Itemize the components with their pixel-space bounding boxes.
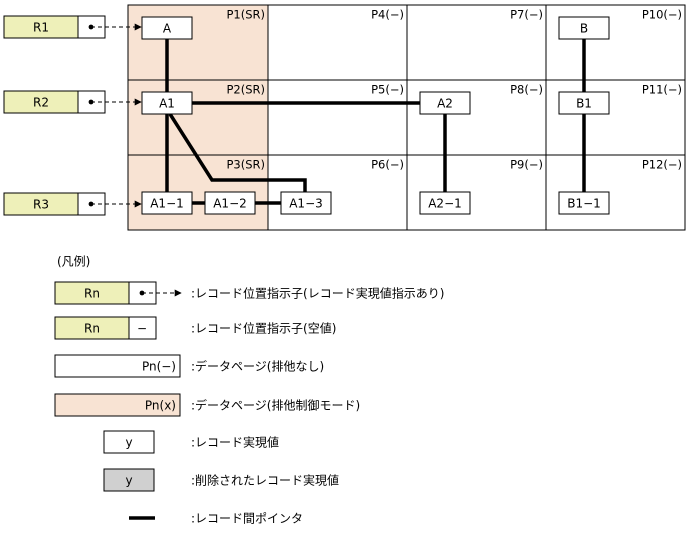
legend-item-link: :レコード間ポインタ [129, 512, 303, 526]
data-page-p5: P5(−) [267, 79, 408, 156]
page-cell [406, 4, 547, 81]
record-box [419, 91, 471, 115]
legend-item-record: y :レコード実現値 [103, 430, 279, 454]
page-label: P8(−) [510, 83, 543, 97]
record-label: A [163, 22, 172, 36]
record-label: A1−2 [213, 197, 247, 211]
legend-sample-label: Pn(x) [145, 399, 176, 413]
page-label: P6(−) [371, 158, 404, 172]
page-label: P5(−) [371, 83, 404, 97]
record-a2: A2 [419, 91, 471, 115]
legend-sample-label: Rn [84, 322, 100, 336]
legend-item-page-exclusive: Pn(x) :データページ(排他制御モード) [54, 393, 360, 417]
indicator-label: R2 [33, 96, 49, 110]
record-a1: A1 [141, 91, 193, 115]
legend-description: :削除されたレコード実現値 [191, 473, 339, 488]
legend-page-box [54, 393, 181, 417]
legend: (凡例) Rn :レコード位置指示子(レコード実現値指示あり) Rn − :レコード位置指… [54, 255, 444, 526]
record-a1-1: A1−1 [141, 191, 193, 215]
record-box [558, 191, 610, 215]
legend-sample-label: y [125, 436, 132, 450]
legend-item-record-deleted: y :削除されたレコード実現値 [103, 468, 339, 492]
record-a: A [141, 16, 193, 40]
record-box [141, 16, 193, 40]
indicator-label: R3 [33, 198, 49, 212]
page-label: P11(−) [642, 83, 682, 97]
pointer-link-a1-a1-3 [168, 113, 307, 192]
legend-description: :レコード位置指示子(レコード実現値指示あり) [191, 286, 444, 301]
record-box [419, 191, 471, 215]
record-label: B1 [576, 97, 592, 111]
record-box [280, 191, 332, 215]
record-label: A1 [159, 97, 175, 111]
legend-description: :データページ(排他なし) [191, 359, 324, 374]
legend-sample-label: Rn [84, 287, 100, 301]
legend-sample-label: Pn(−) [142, 360, 176, 374]
record-label: A1−3 [289, 197, 323, 211]
record-label: A1−1 [150, 197, 184, 211]
page-label: P1(SR) [226, 8, 265, 22]
page-label: P7(−) [510, 8, 543, 22]
legend-record-box [103, 468, 155, 492]
legend-item-page-none: Pn(−) :データページ(排他なし) [54, 354, 324, 378]
page-label: P4(−) [371, 8, 404, 22]
data-page-p10: P10(−) [545, 4, 686, 81]
data-page-p1: P1(SR) [127, 4, 269, 81]
data-page-p7: P7(−) [406, 4, 547, 81]
record-b1: B1 [558, 91, 610, 115]
legend-sample-label: y [125, 474, 132, 488]
record-box [204, 191, 256, 215]
record-a2-1: A2−1 [419, 191, 471, 215]
record-box [141, 91, 193, 115]
legend-record-box [103, 430, 155, 454]
page-label: P10(−) [642, 8, 682, 22]
indicator-r3: R3 [3, 192, 142, 216]
record-box [558, 16, 610, 40]
indicator-r2: R2 [3, 90, 142, 114]
record-box [141, 191, 193, 215]
page-label: P12(−) [642, 158, 682, 172]
legend-description: :レコード間ポインタ [191, 512, 303, 526]
record-b1-1: B1−1 [558, 191, 610, 215]
page-label: P3(SR) [226, 158, 265, 172]
data-page-p2: P2(SR) [127, 79, 269, 156]
record-label: A2−1 [428, 197, 462, 211]
record-label: A2 [437, 97, 453, 111]
record-a1-3: A1−3 [280, 191, 332, 215]
legend-title: (凡例) [57, 255, 90, 269]
legend-description: :レコード位置指示子(空値) [191, 321, 336, 336]
data-page-p8: P8(−) [406, 79, 547, 156]
record-a1-2: A1−2 [204, 191, 256, 215]
legend-description: :レコード実現値 [191, 435, 279, 450]
record-label: B1−1 [567, 197, 601, 211]
legend-item-indicator-null: Rn − :レコード位置指示子(空値) [54, 316, 336, 340]
record-label: B [580, 22, 588, 36]
indicator-label: R1 [33, 21, 49, 35]
legend-indicator-pointer [128, 316, 157, 340]
legend-null-mark: − [137, 322, 147, 336]
indicator-r1: R1 [3, 15, 142, 39]
page-label: P2(SR) [226, 83, 265, 97]
record-box [558, 91, 610, 115]
page-label: P9(−) [510, 158, 543, 172]
legend-description: :データページ(排他制御モード) [191, 398, 360, 413]
legend-item-indicator-pointer: Rn :レコード位置指示子(レコード実現値指示あり) [54, 281, 444, 305]
legend-page-box [54, 354, 181, 378]
data-page-p11: P11(−) [545, 79, 686, 156]
record-b: B [558, 16, 610, 40]
data-page-p4: P4(−) [267, 4, 408, 81]
